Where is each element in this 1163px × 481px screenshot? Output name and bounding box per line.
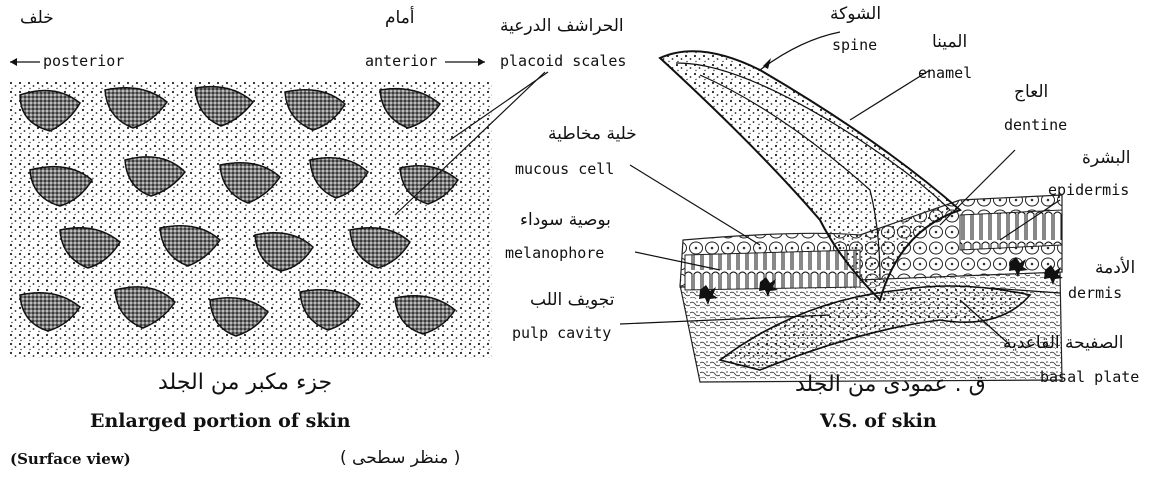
posterior-label: posterior [43, 54, 124, 69]
enamel-label: enamel [918, 66, 972, 81]
spine-label: spine [832, 38, 877, 53]
posterior-label-ar: خلف [20, 10, 54, 27]
melanophore-label: melanophore [505, 246, 604, 261]
anterior-label-ar: أمام [385, 10, 415, 27]
surface-view-skin [10, 58, 548, 358]
pulp-cavity-label-ar: تجويف اللب [530, 292, 614, 309]
dermis-label: dermis [1068, 286, 1122, 301]
right-caption-ar: ق . عمودى من الجلد [795, 374, 986, 396]
mucous-cell-label-ar: خلية مخاطية [548, 126, 637, 143]
left-caption: Enlarged portion of skin [90, 412, 351, 431]
anterior-label: anterior [365, 54, 437, 69]
mucous-cell-label: mucous cell [515, 162, 614, 177]
basal-plate-label-ar: الصفيحة القاعدية [1003, 335, 1123, 352]
epidermis-label: epidermis [1048, 183, 1129, 198]
enamel-label-ar: المينا [932, 34, 967, 51]
placoid-scales-label-ar: الحراشف الدرعية [500, 18, 624, 35]
placoid-scales-label: placoid scales [500, 54, 626, 69]
dentine-label: dentine [1004, 118, 1067, 133]
left-caption-ar: جزء مكبر من الجلد [158, 372, 332, 394]
spine-label-ar: الشوكة [830, 6, 881, 23]
pulp-cavity-label: pulp cavity [512, 326, 611, 341]
melanophore-label-ar: بوصية سوداء [520, 212, 611, 229]
dermis-label-ar: الأدمة [1095, 260, 1135, 277]
surface-view-label-ar: ( منظر سطحى ) [340, 450, 460, 467]
vertical-section-skin [620, 32, 1063, 382]
surface-view-label: (Surface view) [10, 452, 131, 467]
epidermis-label-ar: البشرة [1082, 150, 1131, 167]
dentine-label-ar: العاج [1014, 84, 1048, 101]
right-caption: V.S. of skin [820, 412, 937, 431]
basal-plate-label: basal plate [1040, 370, 1139, 385]
